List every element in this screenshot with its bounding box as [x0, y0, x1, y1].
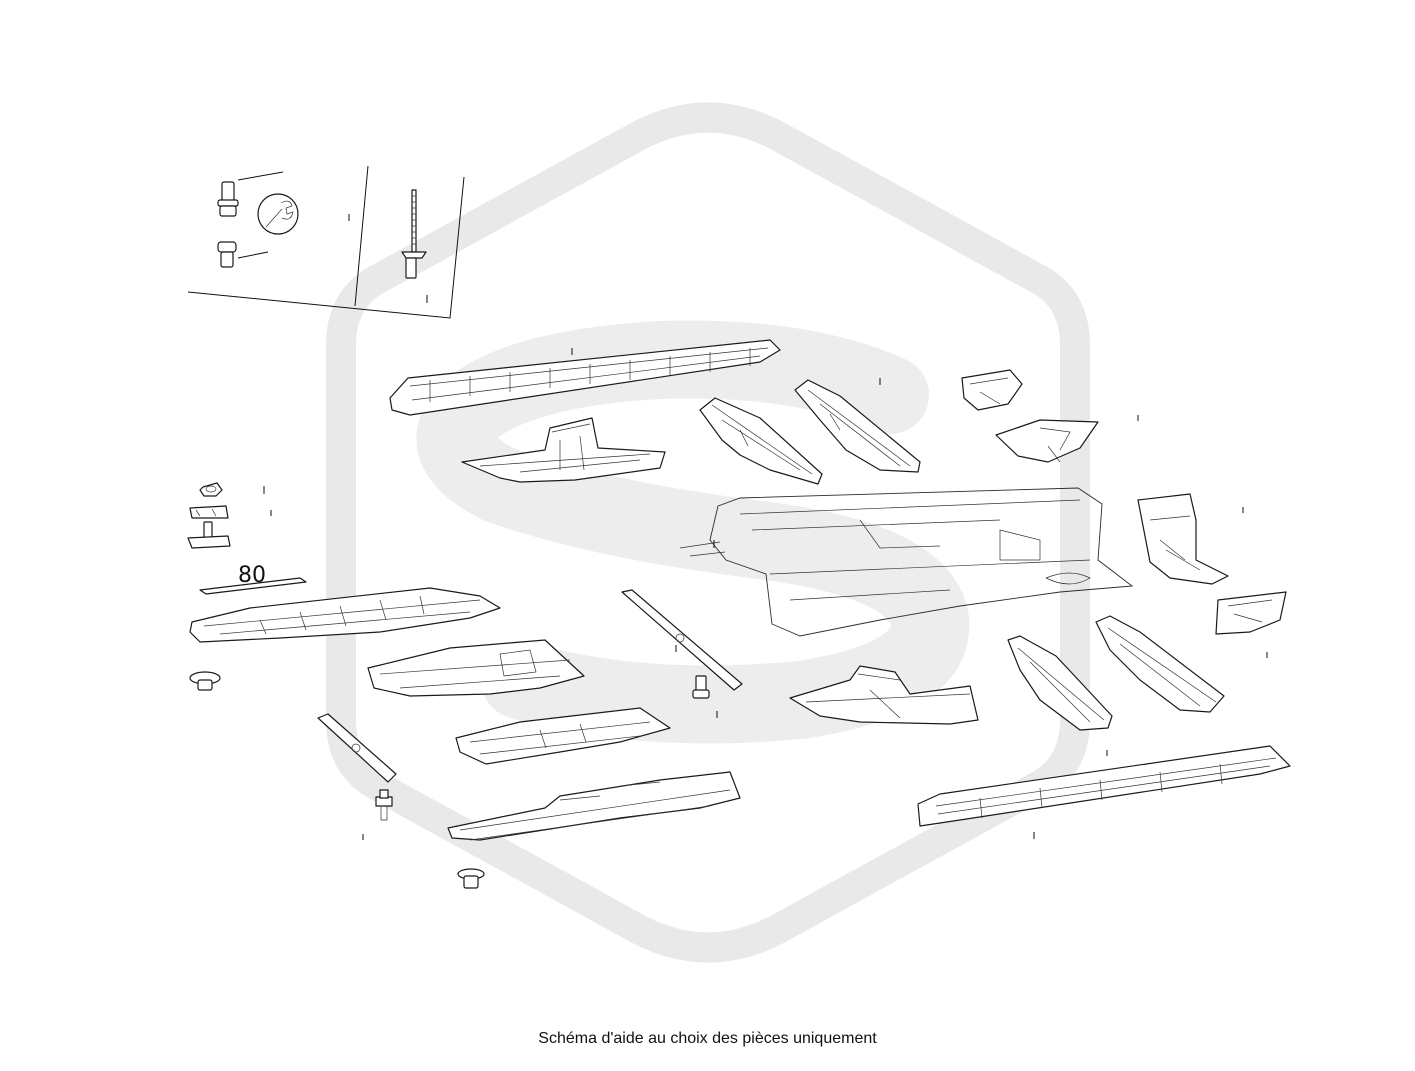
reinforcement-plate-part: [995, 419, 1099, 463]
bolt-lower-part: [375, 789, 393, 821]
longitudinal-member-right-part: [794, 379, 921, 473]
rear-longitudinal-right-part: [1095, 615, 1225, 713]
left-rear-floor-section-part: [447, 771, 741, 841]
left-floor-section-upper-part: [189, 587, 501, 643]
clip-bracket-part: [189, 505, 229, 519]
wheelhouse-section-part: [1137, 493, 1229, 585]
bolt-center-part: [692, 675, 710, 699]
weld-stud-part: [187, 521, 231, 549]
diagram-disclaimer: Schéma d'aide au choix des pièces unique…: [538, 1030, 877, 1047]
front-crossmember-bracket-part: [461, 417, 666, 483]
flange-nut-part: [189, 671, 221, 691]
wrench-icon: [257, 193, 299, 235]
watermark-logo: [326, 102, 1090, 963]
flange-nut-lower-part: [457, 868, 485, 889]
callout-80-label: 80: [238, 563, 266, 588]
stud-bolt-part: [217, 181, 239, 268]
center-floor-section-part: [455, 707, 671, 765]
small-bracket-top-right-part: [961, 369, 1023, 411]
fastener-inset-frame: [187, 165, 465, 319]
longitudinal-member-left-part: [699, 397, 823, 485]
rear-longitudinal-left-part: [1007, 635, 1113, 731]
left-floor-section-mid-part: [367, 639, 585, 697]
lower-side-sill-part: [917, 745, 1291, 827]
diagonal-strap-left-part: [317, 713, 397, 783]
nut-part: [199, 482, 223, 497]
rear-crossmember-bracket-part: [789, 665, 979, 725]
diagonal-strap-center-part: [621, 589, 743, 691]
main-floor-pan-part: [679, 487, 1134, 637]
upper-side-sill-part: [389, 339, 781, 416]
seal-strip-part: [199, 577, 307, 595]
side-bracket-right-part: [1215, 591, 1287, 635]
leader-lines: [263, 214, 1268, 840]
blind-rivet-part: [401, 189, 427, 279]
